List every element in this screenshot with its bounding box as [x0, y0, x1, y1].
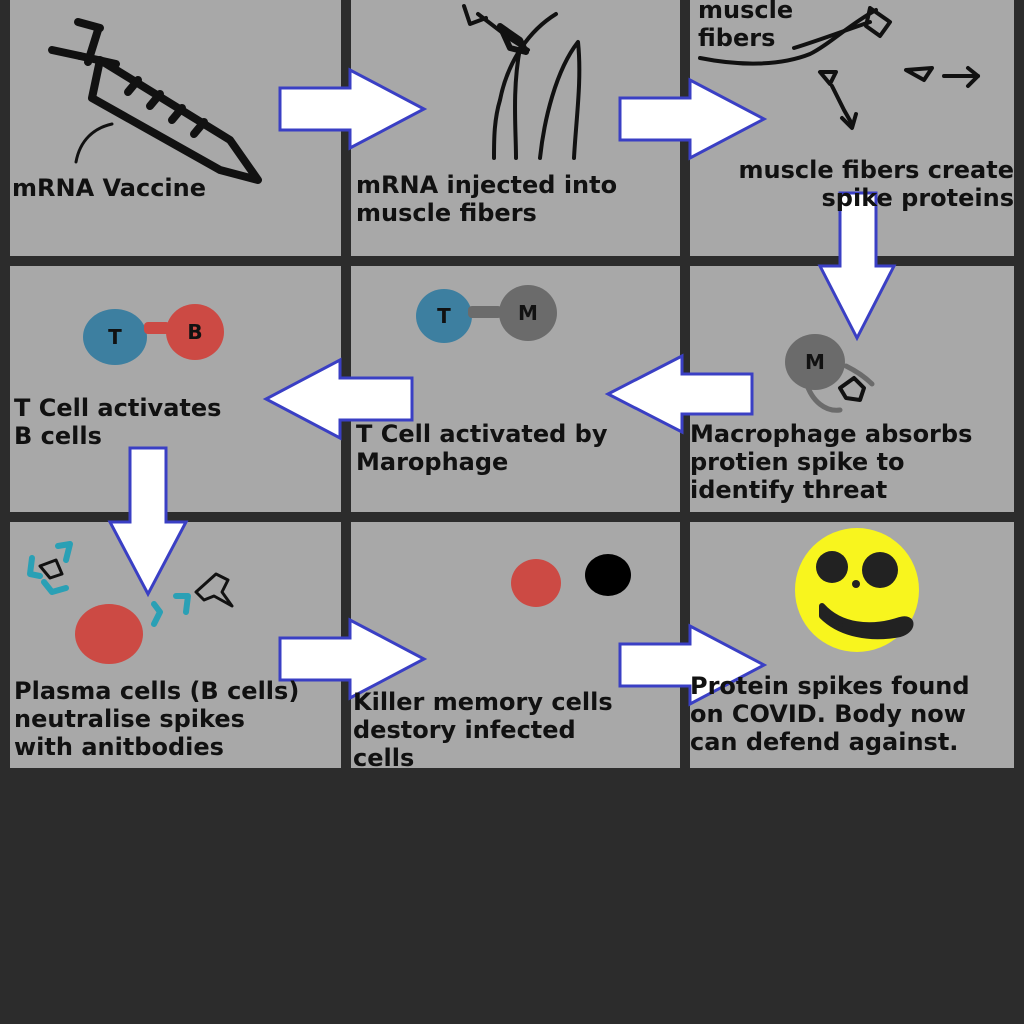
cell-link-panel4 — [144, 322, 170, 334]
caption-step-5: T Cell activated by Marophage — [356, 420, 608, 476]
caption-step-7: Plasma cells (B cells) neutralise spikes… — [14, 677, 300, 761]
arrow-right-7-to-8 — [278, 617, 428, 701]
t-cell-label: T — [108, 325, 122, 349]
arrow-down-3-to-6 — [817, 191, 897, 342]
arrow-right-2-to-3 — [618, 77, 768, 161]
arrow-right-1-to-2 — [278, 67, 428, 151]
macrophage-panel6: M — [785, 334, 845, 390]
caption-step-6: Macrophage absorbs protien spike to iden… — [690, 420, 973, 504]
smiley-eye-left — [816, 551, 848, 583]
smiley-eye-right — [862, 552, 898, 588]
caption-step-2: mRNA injected into muscle fibers — [356, 171, 618, 227]
smiley-mouth — [819, 603, 914, 640]
caption-step-3: muscle fibers create spike proteins — [738, 156, 1014, 212]
caption-step-4: T Cell activates B cells — [14, 394, 222, 450]
arrow-left-6-to-5 — [604, 353, 754, 435]
injection-icon — [462, 4, 582, 160]
t-cell-panel4: T — [83, 309, 147, 365]
caption-step-8: Killer memory cells destory infected cel… — [353, 688, 613, 772]
smiley-eye-dot — [852, 580, 860, 588]
t-cell-panel5: T — [416, 289, 472, 343]
b-cell-panel4: B — [166, 304, 224, 360]
infected-cell — [511, 559, 561, 607]
t-cell-label: T — [437, 304, 451, 328]
arrow-right-8-to-9 — [618, 623, 768, 707]
caption-step-9: Protein spikes found on COVID. Body now … — [690, 672, 970, 756]
arrow-left-5-to-4 — [262, 357, 414, 441]
muscle-fiber-icon — [698, 6, 980, 130]
b-cell-label: B — [187, 320, 203, 344]
killer-memory-cell — [585, 554, 631, 596]
caption-step-1: mRNA Vaccine — [12, 174, 207, 202]
antibody-icon — [27, 541, 191, 627]
spike-protein-icon — [38, 558, 234, 608]
absorbed-spike-icon — [838, 376, 866, 402]
plasma-b-cell — [75, 604, 143, 664]
arrow-down-4-to-7 — [107, 446, 189, 598]
macrophage-label: M — [518, 301, 538, 325]
macrophage-label: M — [805, 350, 825, 374]
macrophage-panel5: M — [499, 285, 557, 341]
top-label-muscle-fibers: muscle fibers — [698, 0, 794, 52]
syringe-icon — [48, 18, 262, 184]
cell-link-panel5 — [468, 306, 502, 318]
